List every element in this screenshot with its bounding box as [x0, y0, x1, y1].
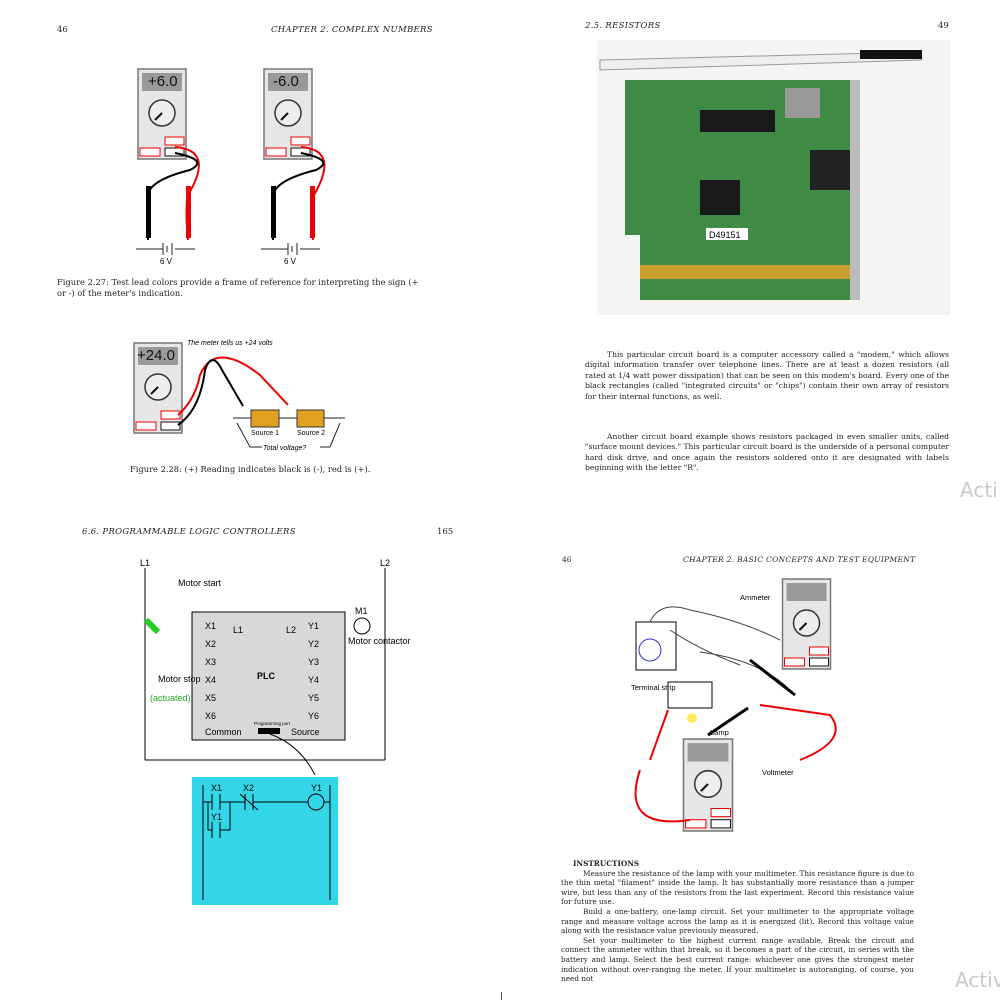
svg-text:Motor contactor: Motor contactor — [348, 636, 411, 646]
page-number: 46 — [562, 555, 572, 564]
svg-text:-6.0: -6.0 — [273, 73, 299, 90]
svg-text:Source 1: Source 1 — [251, 430, 279, 437]
svg-text:X2: X2 — [243, 783, 254, 793]
running-header: CHAPTER 2. BASIC CONCEPTS AND TEST EQUIP… — [683, 555, 916, 564]
running-header: 6.6. PROGRAMMABLE LOGIC CONTROLLERS — [82, 527, 296, 537]
paragraph: Another circuit board example shows resi… — [585, 432, 949, 473]
svg-text:+6.0: +6.0 — [148, 73, 178, 90]
running-header: CHAPTER 2. COMPLEX NUMBERS — [271, 25, 433, 35]
svg-text:Source: Source — [291, 727, 320, 737]
svg-text:Y5: Y5 — [308, 693, 319, 703]
svg-text:Y4: Y4 — [308, 675, 319, 685]
svg-text:Y1: Y1 — [211, 812, 222, 822]
svg-text:Programming port: Programming port — [254, 721, 291, 726]
svg-text:Voltmeter: Voltmeter — [762, 768, 794, 777]
page-number: 46 — [57, 25, 68, 35]
svg-text:L1: L1 — [140, 558, 150, 568]
svg-text:M1: M1 — [355, 606, 368, 616]
svg-text:Total voltage?: Total voltage? — [263, 445, 306, 452]
instructions-title: INSTRUCTIONS — [573, 859, 640, 868]
svg-text:The meter tells us +24 volts: The meter tells us +24 volts — [187, 340, 273, 347]
svg-text:Y6: Y6 — [308, 711, 319, 721]
svg-text:X4: X4 — [205, 675, 216, 685]
svg-text:Y3: Y3 — [308, 657, 319, 667]
svg-text:D49151: D49151 — [709, 230, 741, 240]
svg-text:L2: L2 — [286, 625, 296, 635]
ammeter — [781, 578, 832, 670]
svg-text:Source 2: Source 2 — [297, 430, 325, 437]
instructions: INSTRUCTIONS Measure the resistance of t… — [561, 859, 914, 984]
svg-text:L1: L1 — [233, 625, 243, 635]
svg-text:Lamp: Lamp — [710, 728, 729, 737]
voltmeter — [682, 738, 734, 832]
figure-caption-2-28: Figure 2.28: (+) Reading indicates black… — [130, 464, 371, 474]
paragraph: Build a one-battery, one-lamp circuit. S… — [561, 906, 914, 936]
svg-text:+24.0: +24.0 — [137, 347, 175, 364]
svg-text:PLC: PLC — [257, 671, 276, 681]
svg-text:Y1: Y1 — [311, 783, 322, 793]
svg-text:X2: X2 — [205, 639, 216, 649]
divider — [501, 992, 502, 1000]
svg-text:X1: X1 — [211, 783, 222, 793]
svg-text:Motor start: Motor start — [178, 578, 222, 588]
modem-board-photo: D49151 — [597, 40, 950, 315]
svg-text:6 V: 6 V — [284, 257, 297, 266]
svg-text:L2: L2 — [380, 558, 390, 568]
svg-text:Y2: Y2 — [308, 639, 319, 649]
multimeter-24v: +24.0 — [133, 342, 183, 434]
svg-text:6 V: 6 V — [160, 257, 173, 266]
watermark: Activ — [955, 968, 1000, 992]
svg-text:X5: X5 — [205, 693, 216, 703]
svg-text:(actuated): (actuated) — [150, 693, 191, 703]
svg-text:X1: X1 — [205, 621, 216, 631]
page-number: 165 — [437, 527, 454, 537]
svg-text:Ammeter: Ammeter — [740, 593, 771, 602]
multimeter-negative: -6.0 — [263, 68, 313, 160]
paragraph: Measure the resistance of the lamp with … — [561, 868, 914, 907]
svg-text:X3: X3 — [205, 657, 216, 667]
paragraph: Set your multimeter to the highest curre… — [561, 935, 914, 984]
running-header: 2.5. RESISTORS — [585, 21, 661, 31]
paragraph: This particular circuit board is a compu… — [585, 350, 949, 401]
svg-text:Motor stop: Motor stop — [158, 674, 201, 684]
svg-text:Terminal strip: Terminal strip — [631, 683, 676, 692]
watermark: Acti — [960, 478, 998, 502]
multimeter-positive: +6.0 — [137, 68, 187, 160]
svg-text:Y1: Y1 — [308, 621, 319, 631]
page-number: 49 — [938, 21, 949, 31]
svg-text:Common: Common — [205, 727, 242, 737]
test-circuit-diagram: Ammeter Terminal strip Lamp Voltmeter — [631, 578, 837, 832]
svg-text:X6: X6 — [205, 711, 216, 721]
figure-caption-2-27: Figure 2.27: Test lead colors provide a … — [57, 277, 419, 298]
